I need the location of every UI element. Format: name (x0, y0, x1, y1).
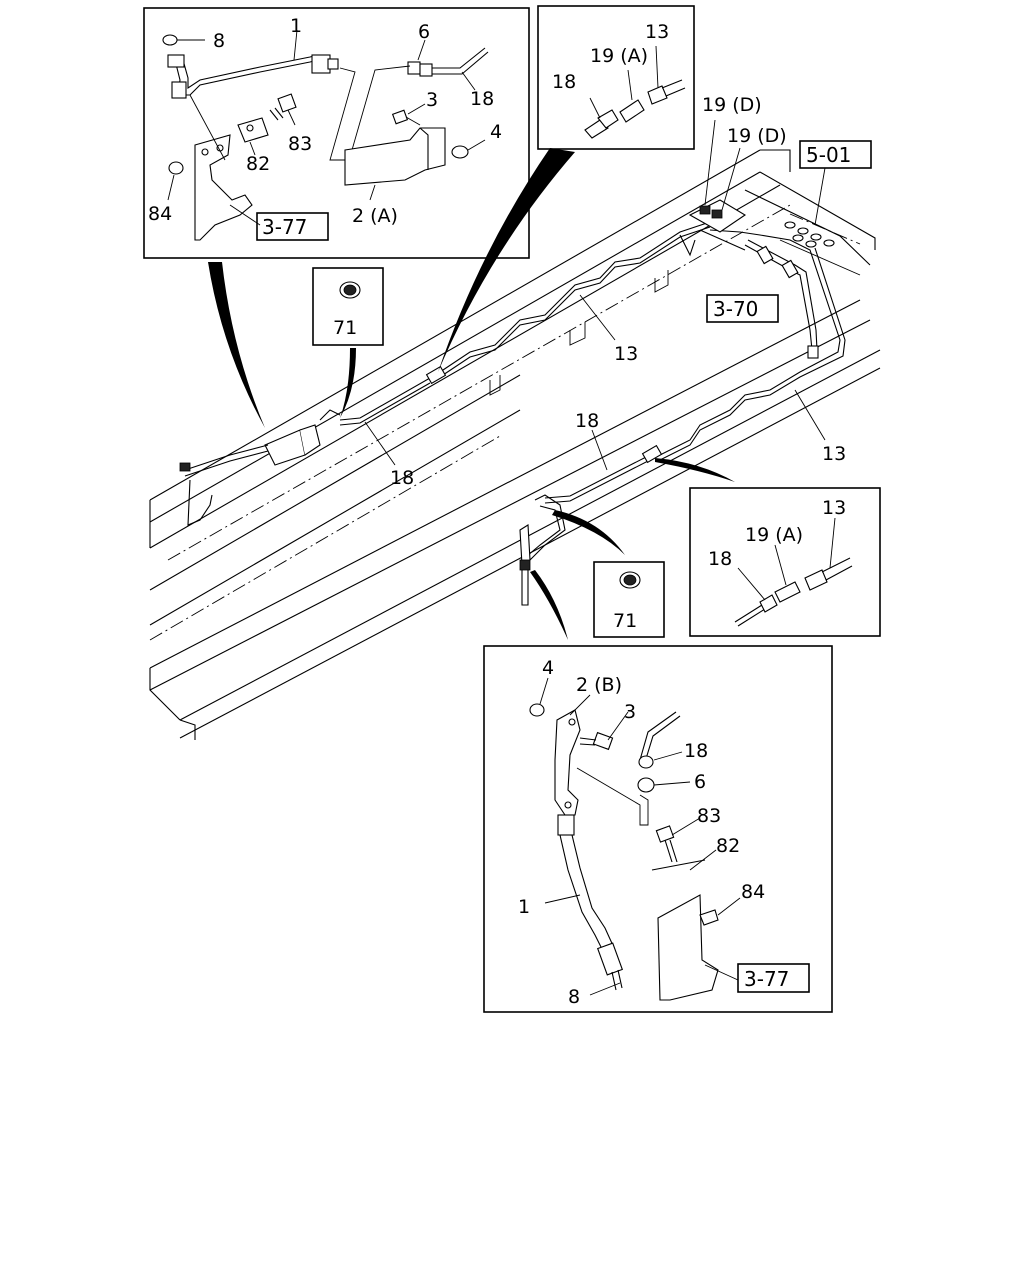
pipe-to-3-70 (744, 239, 819, 359)
callout-84: 84 (741, 881, 765, 903)
callout-18-left: 18 (390, 467, 414, 489)
callout-83: 83 (697, 805, 721, 827)
ref-box-370 (706, 294, 779, 323)
callout-71-bottom: 71 (613, 610, 637, 632)
callout-4: 4 (490, 121, 502, 143)
labels-bottom: 4 2 (B) 3 18 6 83 82 84 1 8 3-77 (518, 657, 789, 1008)
callout-6: 6 (418, 21, 430, 43)
brake-pipe-13-lower (659, 229, 846, 461)
left-bracket-assembly (179, 409, 341, 526)
callout-83: 83 (288, 133, 312, 155)
callout-4: 4 (542, 657, 554, 679)
labels-right-mid: 13 19 (A) 18 (708, 497, 846, 570)
ref-3-70: 3-70 (713, 297, 758, 321)
pointer-grommet-top (340, 348, 356, 418)
ref-5-01: 5-01 (806, 143, 851, 167)
ref-3-77-bottom: 3-77 (744, 967, 789, 991)
labels-top-mid: 13 19 (A) 18 (552, 21, 669, 93)
callout-18-center: 18 (575, 410, 599, 432)
callout-19d-1: 19 (D) (702, 94, 762, 116)
inset-top-left (143, 7, 530, 259)
lower-hose-assembly (519, 494, 566, 606)
ref-box-top-left (256, 212, 329, 241)
callout-82: 82 (246, 153, 270, 175)
callout-13-upper: 13 (614, 343, 638, 365)
brake-pipe-13-upper (439, 221, 711, 378)
brake-pipe-18-upper (339, 365, 447, 426)
callout-18: 18 (708, 548, 732, 570)
inset-right-mid (689, 487, 881, 637)
callout-19a: 19 (A) (745, 524, 803, 546)
callout-82: 82 (716, 835, 740, 857)
chassis-frame (149, 149, 881, 740)
ref-box-501 (799, 140, 872, 169)
callout-1: 1 (290, 15, 302, 37)
callout-8: 8 (568, 986, 580, 1008)
callout-1: 1 (518, 896, 530, 918)
pointer-bottom (530, 570, 568, 640)
callout-18: 18 (552, 71, 576, 93)
callout-2a: 2 (A) (352, 205, 398, 227)
pointer-top-left (208, 262, 265, 428)
pointer-grommet-bot (552, 510, 625, 555)
callout-19d-2: 19 (D) (727, 125, 787, 147)
inset-bottom (483, 645, 833, 1013)
callout-13-lower: 13 (822, 443, 846, 465)
callout-3: 3 (624, 701, 636, 723)
inset-grommet-bottom (593, 561, 665, 638)
callout-84: 84 (148, 203, 172, 225)
brake-pipe-18-lower (544, 444, 663, 504)
callout-6: 6 (694, 771, 706, 793)
ref-box-bottom (737, 963, 810, 993)
callout-2b: 2 (B) (576, 674, 622, 696)
labels-main: 19 (D) 19 (D) 5-01 3-70 13 13 18 18 (390, 94, 851, 489)
callout-13: 13 (645, 21, 669, 43)
labels-top-left: 8 1 6 18 3 83 4 82 84 2 (A) 3-77 (148, 15, 502, 239)
main-leaders (364, 167, 826, 471)
callout-8: 8 (213, 30, 225, 52)
ref-3-77-top: 3-77 (262, 215, 307, 239)
callout-18: 18 (470, 88, 494, 110)
callout-19a: 19 (A) (590, 45, 648, 67)
callout-3: 3 (426, 89, 438, 111)
frame-holes (784, 221, 835, 248)
callout-71-top: 71 (333, 317, 357, 339)
callout-18: 18 (684, 740, 708, 762)
inset-top-mid (537, 5, 695, 150)
junction-block-19d (679, 119, 747, 257)
pointer-right-mid (655, 458, 735, 482)
callout-13: 13 (822, 497, 846, 519)
inset-grommet-top (312, 267, 384, 346)
